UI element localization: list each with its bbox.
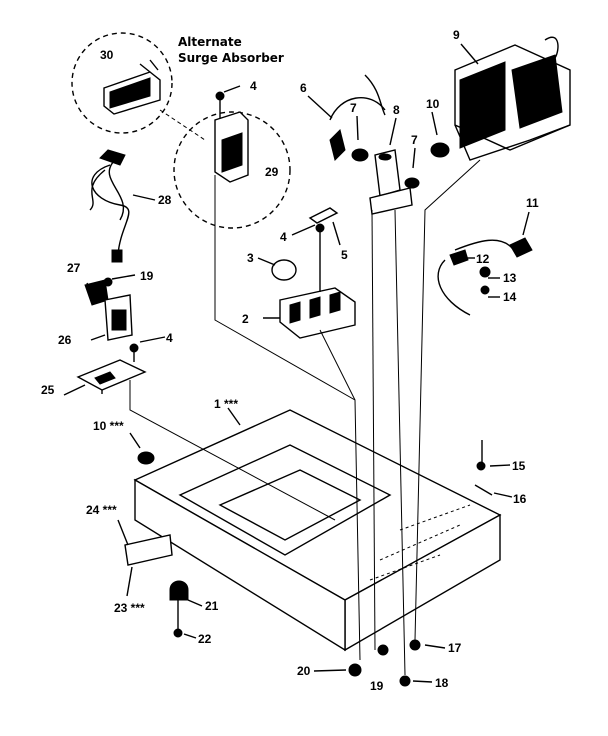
callout-19-bottom: 19 [370, 679, 384, 693]
wire-harness [89, 149, 130, 263]
callout-20: 20 [297, 664, 311, 678]
callout-8: 8 [393, 103, 400, 117]
callout-24: 24 *** [86, 503, 117, 517]
callout-28: 28 [158, 193, 172, 207]
callout-4-middle: 4 [280, 230, 287, 244]
callout-30: 30 [100, 48, 114, 62]
callout-15: 15 [512, 459, 526, 473]
callout-5: 5 [341, 248, 348, 262]
callout-26: 26 [58, 333, 72, 347]
callout-22: 22 [198, 632, 212, 646]
callout-14: 14 [503, 290, 517, 304]
thermal-protector-assembly [76, 277, 147, 394]
surge-absorber-bracket [214, 91, 249, 183]
callout-4-left: 4 [166, 331, 173, 345]
callout-4-top: 4 [250, 79, 257, 93]
terminal-block [271, 207, 356, 339]
callout-25: 25 [41, 383, 55, 397]
callout-23: 23 *** [114, 601, 145, 615]
callout-2: 2 [242, 312, 249, 326]
callout-10-top: 10 [426, 97, 440, 111]
base-plate [133, 409, 502, 652]
power-cord [437, 237, 533, 316]
callout-29: 29 [265, 165, 279, 179]
assembly-leader-lines [129, 159, 481, 676]
callout-19-top: 19 [140, 269, 154, 283]
callout-21: 21 [205, 599, 219, 613]
callout-17: 17 [448, 641, 462, 655]
callout-6: 6 [300, 81, 307, 95]
callout-arrows [63, 43, 530, 683]
callout-18: 18 [435, 676, 449, 690]
callout-11: 11 [526, 196, 539, 210]
callout-1: 1 *** [214, 397, 238, 411]
callout-7-left: 7 [350, 101, 357, 115]
alternate-surge-absorber-inset: Alternate Surge Absorber [71, 32, 291, 229]
callout-7-right: 7 [411, 133, 418, 147]
base-hardware [124, 440, 493, 687]
callout-9: 9 [453, 28, 460, 42]
callout-27: 27 [67, 261, 81, 275]
transformer [454, 36, 571, 161]
callout-10-base: 10 *** [93, 419, 124, 433]
caption-line-2: Surge Absorber [178, 51, 284, 65]
caption-line-1: Alternate [178, 35, 242, 49]
callout-12: 12 [476, 252, 490, 266]
capacitor-assembly [329, 74, 450, 215]
callout-3: 3 [247, 251, 254, 265]
callout-13: 13 [503, 271, 517, 285]
callout-16: 16 [513, 492, 527, 506]
callout-labels: 30 4 6 7 8 7 10 9 29 28 11 4 5 3 12 13 1… [41, 28, 539, 693]
